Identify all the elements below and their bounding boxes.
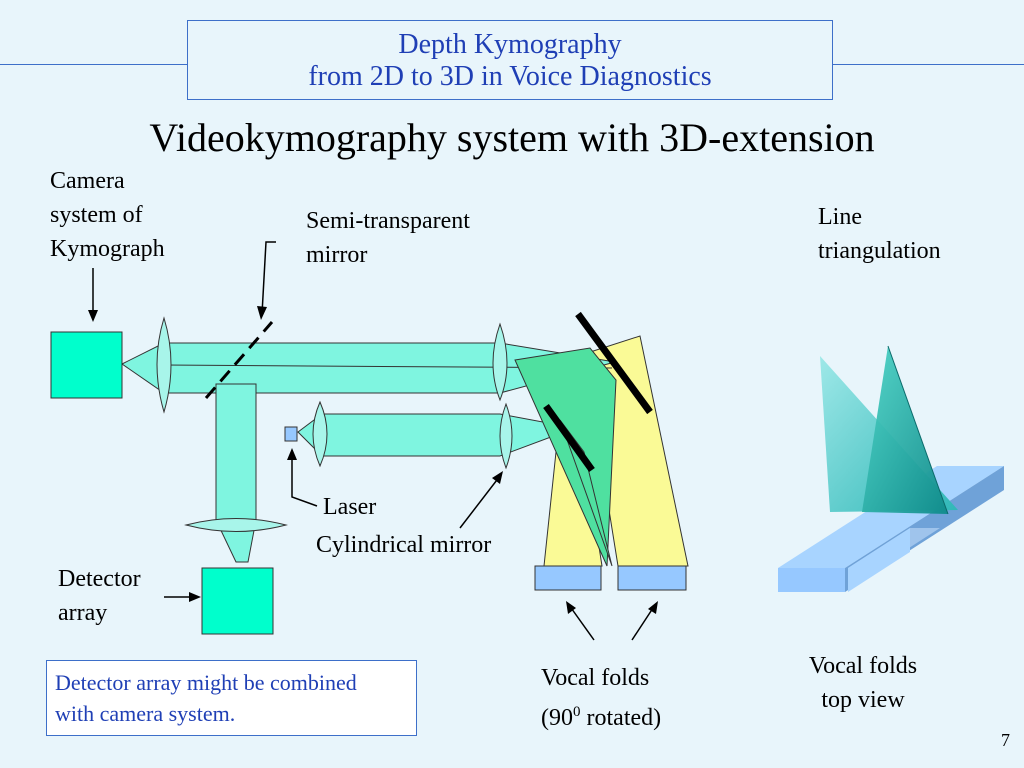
line-triangulation-label: Line triangulation bbox=[818, 200, 941, 268]
camera-label-line-3: Kymograph bbox=[50, 236, 165, 262]
vocal-fold-right bbox=[617, 565, 687, 591]
lens-1 bbox=[156, 316, 172, 414]
lens-4 bbox=[499, 402, 513, 470]
lens-3 bbox=[312, 400, 328, 468]
arrow-vocal-left bbox=[568, 604, 595, 641]
laser-beam bbox=[297, 413, 577, 457]
line-triangulation-line-2: triangulation bbox=[818, 238, 941, 264]
vocal-folds-3d bbox=[778, 345, 1004, 592]
vocal-fold-left bbox=[534, 565, 602, 591]
detector-label-line-2: array bbox=[58, 600, 108, 626]
vocal-folds-top-line-2: top view bbox=[821, 687, 905, 713]
camera-label-line-1: Camera bbox=[50, 168, 125, 194]
semi-mirror-label: Semi-transparent mirror bbox=[306, 204, 470, 272]
detector-label: Detector array bbox=[58, 562, 141, 630]
lens-5 bbox=[184, 518, 288, 532]
laser-box bbox=[284, 426, 298, 442]
line-triangulation-line-1: Line bbox=[818, 204, 862, 230]
laser-label: Laser bbox=[323, 494, 377, 520]
vocal-folds-rotated-label: Vocal folds (900 rotated) bbox=[541, 661, 661, 735]
vocal-folds-top-line-1: Vocal folds bbox=[808, 653, 918, 679]
green-ray-upper bbox=[514, 347, 617, 567]
cylindrical-mirror-label: Cylindrical mirror bbox=[316, 532, 492, 558]
cylindrical-mirror bbox=[543, 403, 595, 473]
slide-title: Videokymography system with 3D-extension bbox=[149, 115, 875, 160]
arrow-semi-mirror bbox=[261, 241, 276, 315]
vocal-folds-rotated-line-2: (900 rotated) bbox=[541, 704, 662, 731]
arrow-laser bbox=[291, 454, 318, 507]
detector-beam bbox=[215, 383, 257, 563]
vocal-folds-rotated-line-1: Vocal folds bbox=[541, 665, 650, 691]
detector-note-line-2: with camera system. bbox=[55, 701, 236, 726]
header-box: Depth Kymography from 2D to 3D in Voice … bbox=[187, 20, 833, 100]
camera-label-line-2: system of bbox=[50, 202, 143, 228]
camera-box bbox=[50, 331, 123, 399]
header-rule-left bbox=[0, 64, 187, 65]
lens-2 bbox=[492, 322, 508, 402]
arrow-cylindrical bbox=[459, 475, 501, 529]
semi-transparent-mirror bbox=[204, 321, 274, 399]
camera-label: Camera system of Kymograph bbox=[50, 164, 165, 266]
green-ray-lower bbox=[559, 419, 613, 567]
semi-mirror-label-line-1: Semi-transparent bbox=[306, 208, 470, 234]
semi-mirror-label-line-2: mirror bbox=[306, 242, 368, 268]
detector-label-line-1: Detector bbox=[58, 566, 141, 592]
mirror-upper bbox=[575, 311, 653, 415]
header-line-1: Depth Kymography bbox=[398, 29, 622, 60]
header-rule-right bbox=[833, 64, 1024, 65]
vocal-folds-top-label: Vocal folds top view bbox=[798, 649, 928, 717]
detector-note-line-1: Detector array might be combined bbox=[55, 670, 357, 695]
detector-note: Detector array might be combined with ca… bbox=[46, 660, 417, 736]
header-line-2: from 2D to 3D in Voice Diagnostics bbox=[308, 61, 712, 92]
detector-box bbox=[201, 567, 274, 635]
page-number: 7 bbox=[1001, 730, 1010, 750]
